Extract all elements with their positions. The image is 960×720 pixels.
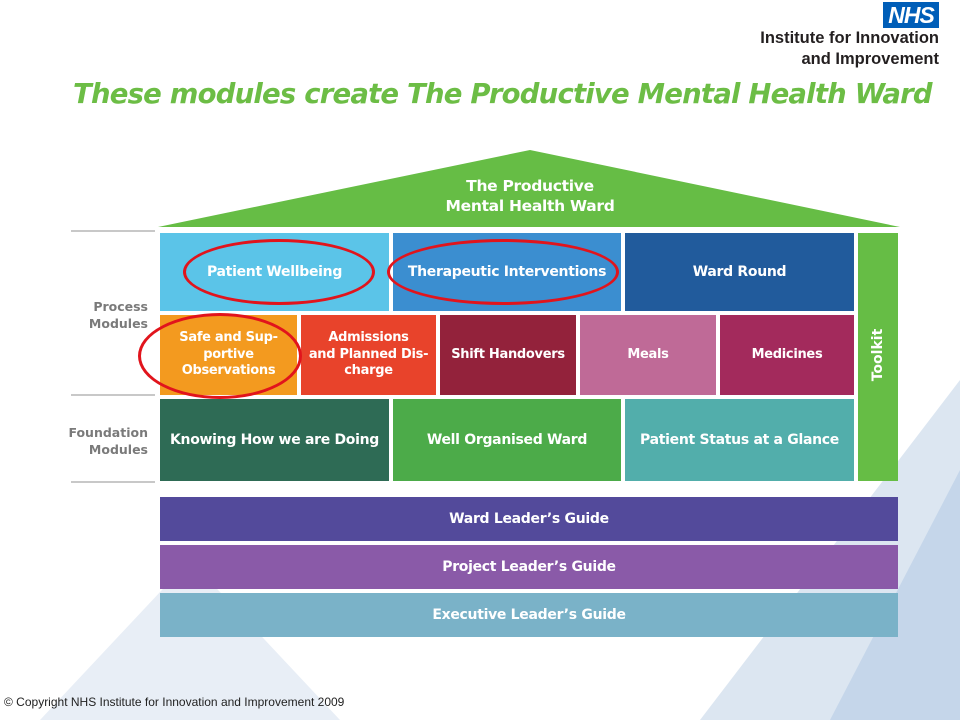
page-title: These modules create The Productive Ment… xyxy=(73,78,933,110)
ward-leaders-guide: Ward Leader’s Guide xyxy=(160,497,898,541)
foundation-modules-label: Foundation Modules xyxy=(68,425,148,457)
module-knowing-how-we-are-doing: Knowing How we are Doing xyxy=(160,399,389,481)
toolkit-label: Toolkit xyxy=(870,328,886,382)
executive-leaders-guide: Executive Leader’s Guide xyxy=(160,593,898,637)
house-roof xyxy=(158,150,900,227)
toolkit-pillar xyxy=(858,233,898,481)
module-patient-status-at-a-glance: Patient Status at a Glance xyxy=(625,399,854,481)
roof-title: The Productive Mental Health Ward xyxy=(445,176,615,215)
divider-bottom xyxy=(71,481,155,483)
process-modules-label: Process Modules xyxy=(88,299,148,331)
project-leaders-guide: Project Leader’s Guide xyxy=(160,545,898,589)
module-well-organised-ward: Well Organised Ward xyxy=(393,399,621,481)
highlight-ring-therapeutic-interventions xyxy=(387,239,619,305)
copyright-notice: © Copyright NHS Institute for Innovation… xyxy=(4,695,345,709)
nhs-logo: NHS xyxy=(883,2,939,28)
module-ward-round: Ward Round xyxy=(625,233,854,311)
org-name-line1: Institute for Innovation xyxy=(760,29,939,47)
org-name-line2: and Improvement xyxy=(801,50,939,68)
divider-top xyxy=(71,230,155,232)
highlight-ring-patient-wellbeing xyxy=(183,239,375,305)
module-meals: Meals xyxy=(580,315,716,395)
module-shift-handovers: Shift Handovers xyxy=(440,315,576,395)
module-medicines: Medicines xyxy=(720,315,854,395)
highlight-ring-safe-observations xyxy=(138,313,302,399)
module-admissions-planned-discharge: Admissions and Planned Dis- charge xyxy=(301,315,436,395)
divider-middle xyxy=(71,394,155,396)
